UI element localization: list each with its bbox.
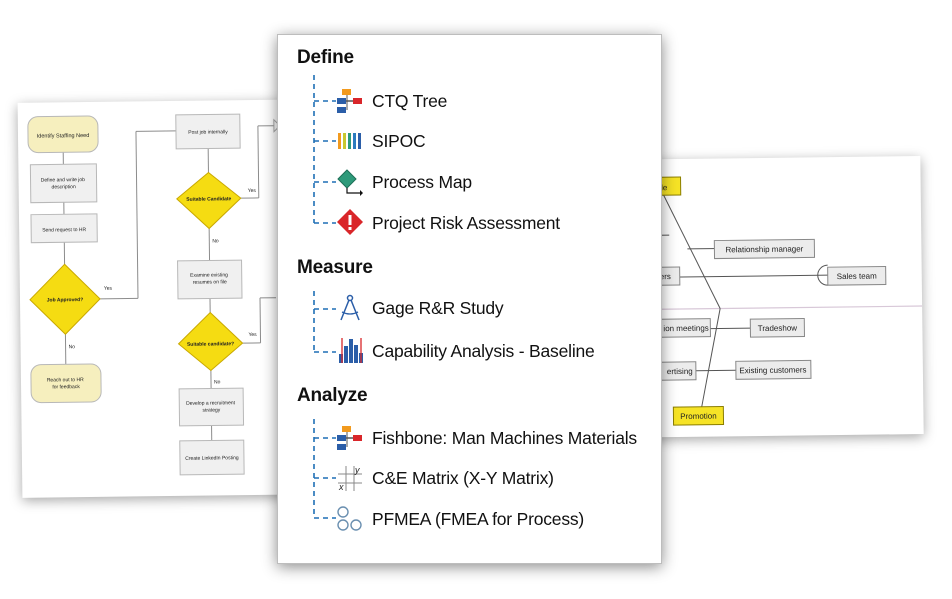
no-label: No xyxy=(69,344,76,350)
flow-decision-job-approved-label: Job Approved? xyxy=(47,297,84,303)
flow-node-examine xyxy=(177,259,243,300)
fishbone-icon xyxy=(337,426,362,450)
svg-text:Examine existing resumes: Examine existing resumes on file xyxy=(190,272,229,285)
flow-node-reach-out xyxy=(30,363,102,404)
fishbone-existing-customers xyxy=(735,359,812,380)
fishbone-tradeshow-label: Tradeshow xyxy=(758,324,798,333)
fishbone-promotion-box xyxy=(672,405,725,426)
flow-node-define-job xyxy=(29,163,98,204)
flow-node-reach-out-label: Reach out to HR xyxy=(47,377,84,383)
menu-item-ctq-tree[interactable]: CTQ Tree xyxy=(372,91,448,111)
fishbone-advertising-label: ertising xyxy=(667,367,693,376)
flow-node-define-job-label: Define and write job xyxy=(41,177,85,184)
menu-item-fishbone[interactable]: Fishbone: Man Machines Materials xyxy=(372,428,637,448)
pfmea-icon xyxy=(337,506,362,531)
menu-item-ce-matrix[interactable]: C&E Matrix (X-Y Matrix) xyxy=(372,468,554,488)
no-label-3: No xyxy=(214,379,221,385)
gage-icon xyxy=(340,294,360,321)
tree-connector-lines xyxy=(313,75,336,519)
no-label-2: No xyxy=(212,238,219,244)
section-measure-title: Measure xyxy=(297,257,373,278)
section-analyze-title: Analyze xyxy=(297,385,368,406)
yes-label-2: Yes xyxy=(248,188,257,194)
yes-label-3: Yes xyxy=(248,332,257,338)
capability-icon xyxy=(339,338,363,363)
process-map-icon xyxy=(337,169,363,196)
fishbone-diagram: ple Relationship manager Sales team ers … xyxy=(639,176,923,426)
menu-item-sipoc[interactable]: SIPOC xyxy=(372,131,426,151)
svg-text:Develop a recruitment st: Develop a recruitment strategy xyxy=(186,400,236,414)
fishbone-meetings-label: ion meetings xyxy=(663,324,708,334)
fishbone-promotion-label: Promotion xyxy=(680,412,717,421)
menu-item-project-risk-assessment[interactable]: Project Risk Assessment xyxy=(372,213,560,233)
flow-decision-suitable-candidate-q-label: Suitable candidate? xyxy=(187,341,234,348)
flow-node-recruitment-label: Develop a recruitment xyxy=(186,400,236,407)
flow-decision-job-approved xyxy=(29,263,101,335)
fishbone-existing-customers-label: Existing customers xyxy=(739,365,806,375)
flowchart-sheet: Identify Staffing Need Define and write … xyxy=(17,99,323,498)
fishbone-ers-label: ers xyxy=(660,272,671,281)
flowchart-diagram: Identify Staffing Need Define and write … xyxy=(27,113,281,476)
menu-item-capability-analysis[interactable]: Capability Analysis - Baseline xyxy=(372,341,595,361)
section-define-title: Define xyxy=(297,47,354,68)
flow-node-linkedin-label: Create LinkedIn Posting xyxy=(185,455,239,462)
fishbone-sales-team-label: Sales team xyxy=(837,272,877,281)
menu-item-gage-rr[interactable]: Gage R&R Study xyxy=(372,298,504,318)
fishbone-sales-team xyxy=(827,265,887,286)
tool-menu-panel: Define Measure Analyze CTQ Tree SIPOC Pr… xyxy=(277,34,662,564)
svg-text:Define and write job des: Define and write job description xyxy=(41,177,87,191)
menu-item-process-map[interactable]: Process Map xyxy=(372,172,472,192)
sipoc-icon xyxy=(338,133,361,149)
risk-icon xyxy=(337,209,363,235)
flow-node-post-internally-label: Post job internally xyxy=(188,129,228,135)
flow-node-send-request-label: Send request to HR xyxy=(42,227,86,234)
yes-label: Yes xyxy=(104,286,113,292)
flow-node-post-internally xyxy=(175,113,241,150)
fishbone-relationship-manager-label: Relationship manager xyxy=(725,244,803,254)
ce-matrix-icon: y x xyxy=(338,465,362,492)
svg-text:y: y xyxy=(354,465,360,475)
flow-decision-suitable-candidate xyxy=(176,171,242,230)
fishbone-relationship-manager xyxy=(713,238,816,260)
flow-node-identify xyxy=(27,115,99,154)
flow-node-examine-label: Examine existing xyxy=(190,272,228,278)
svg-text:x: x xyxy=(338,482,344,492)
fishbone-tradeshow xyxy=(749,317,805,338)
menu-item-pfmea[interactable]: PFMEA (FMEA for Process) xyxy=(372,509,585,529)
flow-node-identify-label: Identify Staffing Need xyxy=(37,133,90,140)
fishbone-sheet: ple Relationship manager Sales team ers … xyxy=(598,156,924,438)
ctq-tree-icon xyxy=(337,89,362,113)
flow-decision-suitable-candidate-q xyxy=(177,311,244,372)
flow-node-recruitment xyxy=(178,387,245,427)
fishbone-people-label: ple xyxy=(657,183,668,192)
flow-node-linkedin xyxy=(179,439,245,476)
flow-node-send-request xyxy=(30,213,98,244)
svg-text:Reach out to HR for feed: Reach out to HR for feedback xyxy=(47,377,86,390)
flow-decision-suitable-candidate-label: Suitable Candidate xyxy=(186,196,231,203)
